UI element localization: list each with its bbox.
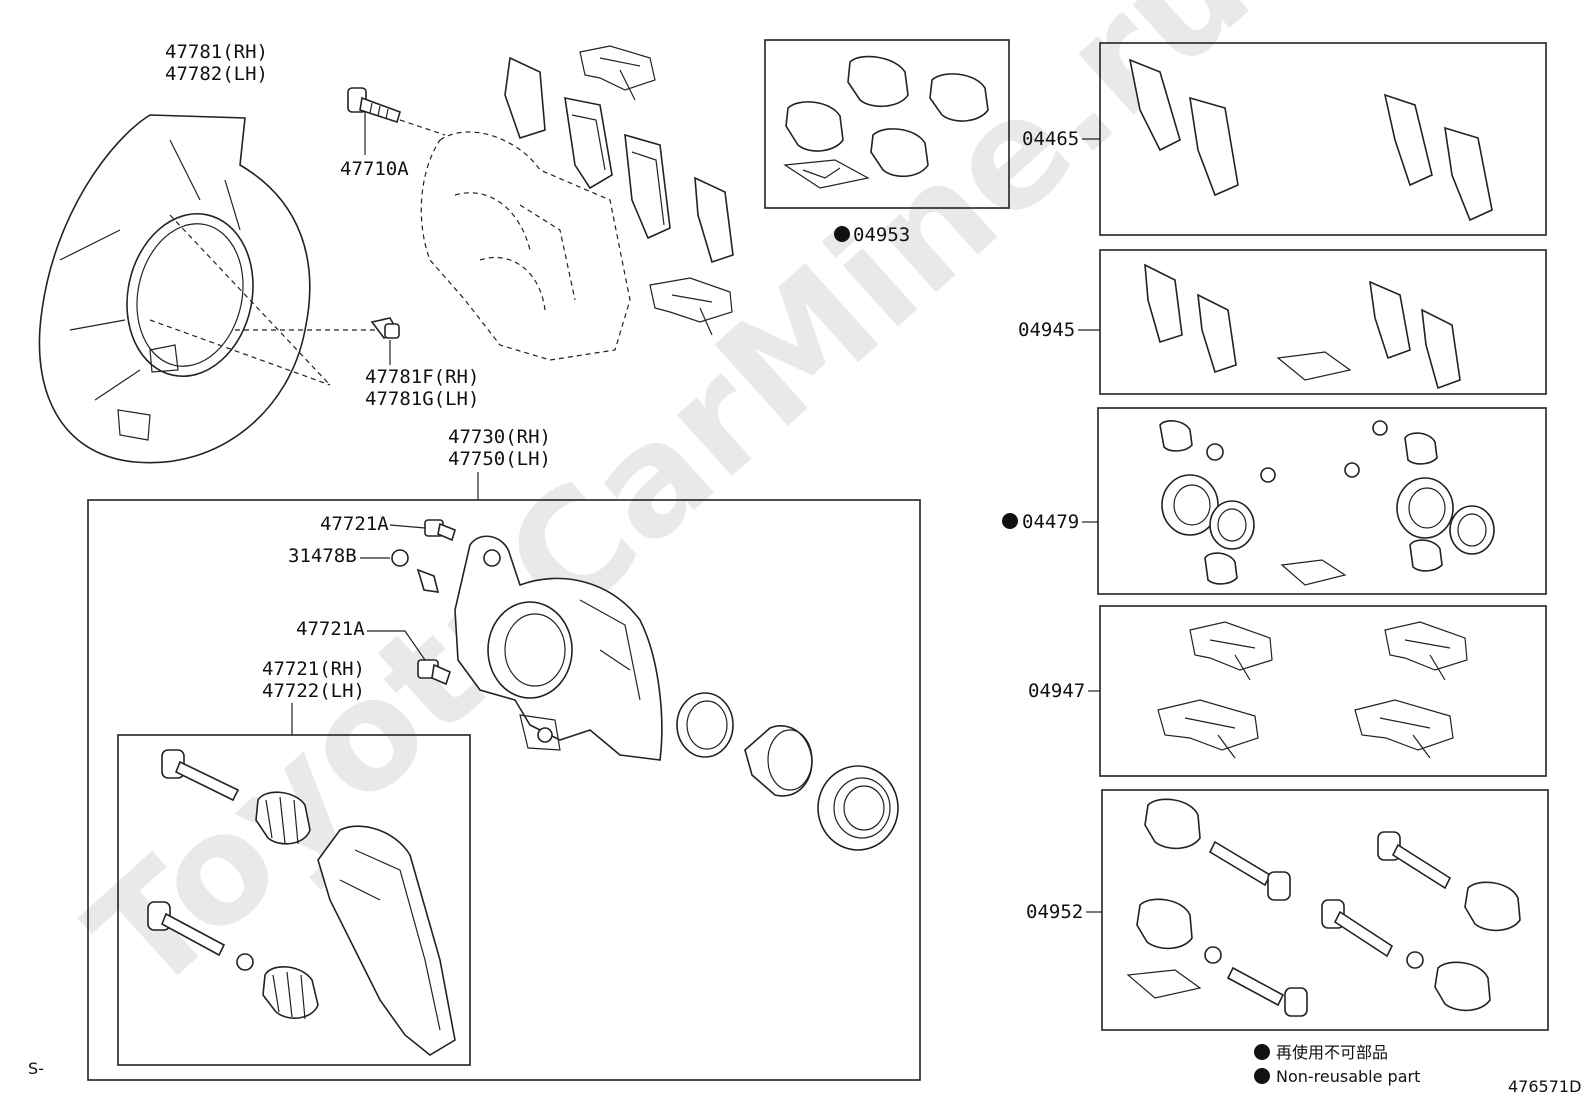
kit-04945-shims[interactable]	[1144, 263, 1461, 390]
label-04479[interactable]: 04479	[1022, 511, 1079, 533]
kit-04479-seals[interactable]	[1159, 420, 1495, 586]
label-04952[interactable]: 04952	[1026, 901, 1083, 923]
leader-47721a-mid	[367, 630, 426, 661]
kit-04952-box	[1101, 789, 1549, 1031]
bleeder-screw-top[interactable]	[424, 519, 456, 542]
non-reusable-dot-04953	[834, 226, 850, 242]
non-reusable-dot-04479	[1002, 513, 1018, 529]
caliper-assembly-box	[87, 499, 921, 1081]
piston[interactable]	[744, 725, 813, 797]
pad-support-clip-top[interactable]	[579, 45, 656, 101]
brake-pad-outer-top[interactable]	[504, 56, 546, 139]
caliper-bracket[interactable]	[317, 825, 456, 1056]
kit-04479-box	[1097, 407, 1547, 595]
kit-04945-box	[1099, 249, 1547, 395]
pad-support-clip-bottom[interactable]	[649, 277, 733, 336]
brake-pad-outer-top-2[interactable]	[694, 176, 734, 264]
legend-text-en: Non-reusable part	[1276, 1067, 1420, 1086]
kit-04953-boots[interactable]	[783, 55, 989, 189]
legend-text-jp: 再使用不可部品	[1276, 1043, 1388, 1062]
kit-04953-box	[764, 39, 1010, 209]
illustration-id: 476571D	[1508, 1077, 1581, 1096]
footer-left-code: S-	[28, 1059, 44, 1078]
label-caliper-rh[interactable]: 47730(RH)	[448, 426, 551, 448]
piston-boot[interactable]	[817, 765, 899, 851]
brake-pad-inner-top-2[interactable]	[624, 133, 671, 240]
caliper-body[interactable]	[454, 535, 663, 761]
bleeder-screw-mid[interactable]	[417, 659, 451, 686]
legend-dot-en	[1254, 1068, 1270, 1084]
label-shield-lh[interactable]: 47782(LH)	[165, 63, 268, 85]
label-47710a[interactable]: 47710A	[340, 158, 409, 180]
label-47781f-rh[interactable]: 47781F(RH)	[365, 366, 479, 388]
leader-47721a-top	[389, 524, 426, 529]
slide-pin-lower[interactable]	[147, 901, 226, 957]
label-pin-lh[interactable]: 47722(LH)	[262, 680, 365, 702]
kit-04952-pins-boots[interactable]	[1126, 798, 1521, 1017]
dust-shield[interactable]	[38, 114, 311, 464]
pin-boot-lower[interactable]	[262, 966, 319, 1020]
kit-04947-box	[1099, 605, 1547, 777]
label-04465[interactable]: 04465	[1022, 128, 1079, 150]
label-04947[interactable]: 04947	[1028, 680, 1085, 702]
slide-pin-box	[117, 734, 471, 1066]
caliper-ghost-outline	[420, 131, 631, 361]
kit-04947-clips[interactable]	[1157, 621, 1468, 759]
brake-pad-inner-top[interactable]	[564, 96, 613, 190]
bolt-47781f-g[interactable]	[370, 317, 400, 339]
pin-boot-upper[interactable]	[255, 791, 311, 845]
bolt-47710a-dash	[399, 119, 446, 136]
label-47721a-mid[interactable]: 47721A	[296, 618, 365, 640]
legend-dot-jp	[1254, 1044, 1270, 1060]
label-pin-rh[interactable]: 47721(RH)	[262, 658, 365, 680]
label-04945[interactable]: 04945	[1018, 319, 1075, 341]
piston-seal[interactable]	[676, 692, 734, 758]
kit-04465-pads[interactable]	[1128, 58, 1493, 222]
shield-bolt-line	[149, 214, 375, 386]
label-04953[interactable]: 04953	[853, 224, 910, 246]
label-shield-rh[interactable]: 47781(RH)	[165, 41, 268, 63]
label-47721a-top[interactable]: 47721A	[320, 513, 389, 535]
slide-pin-upper[interactable]	[161, 749, 240, 802]
bolt-47710a[interactable]	[347, 87, 401, 124]
label-caliper-lh[interactable]: 47750(LH)	[448, 448, 551, 470]
bleeder-cap[interactable]	[391, 549, 409, 567]
bleeder-plug[interactable]	[416, 568, 440, 593]
label-47781g-lh[interactable]: 47781G(LH)	[365, 388, 479, 410]
label-31478b[interactable]: 31478B	[288, 545, 357, 567]
pin-bushing-lower[interactable]	[236, 953, 254, 971]
